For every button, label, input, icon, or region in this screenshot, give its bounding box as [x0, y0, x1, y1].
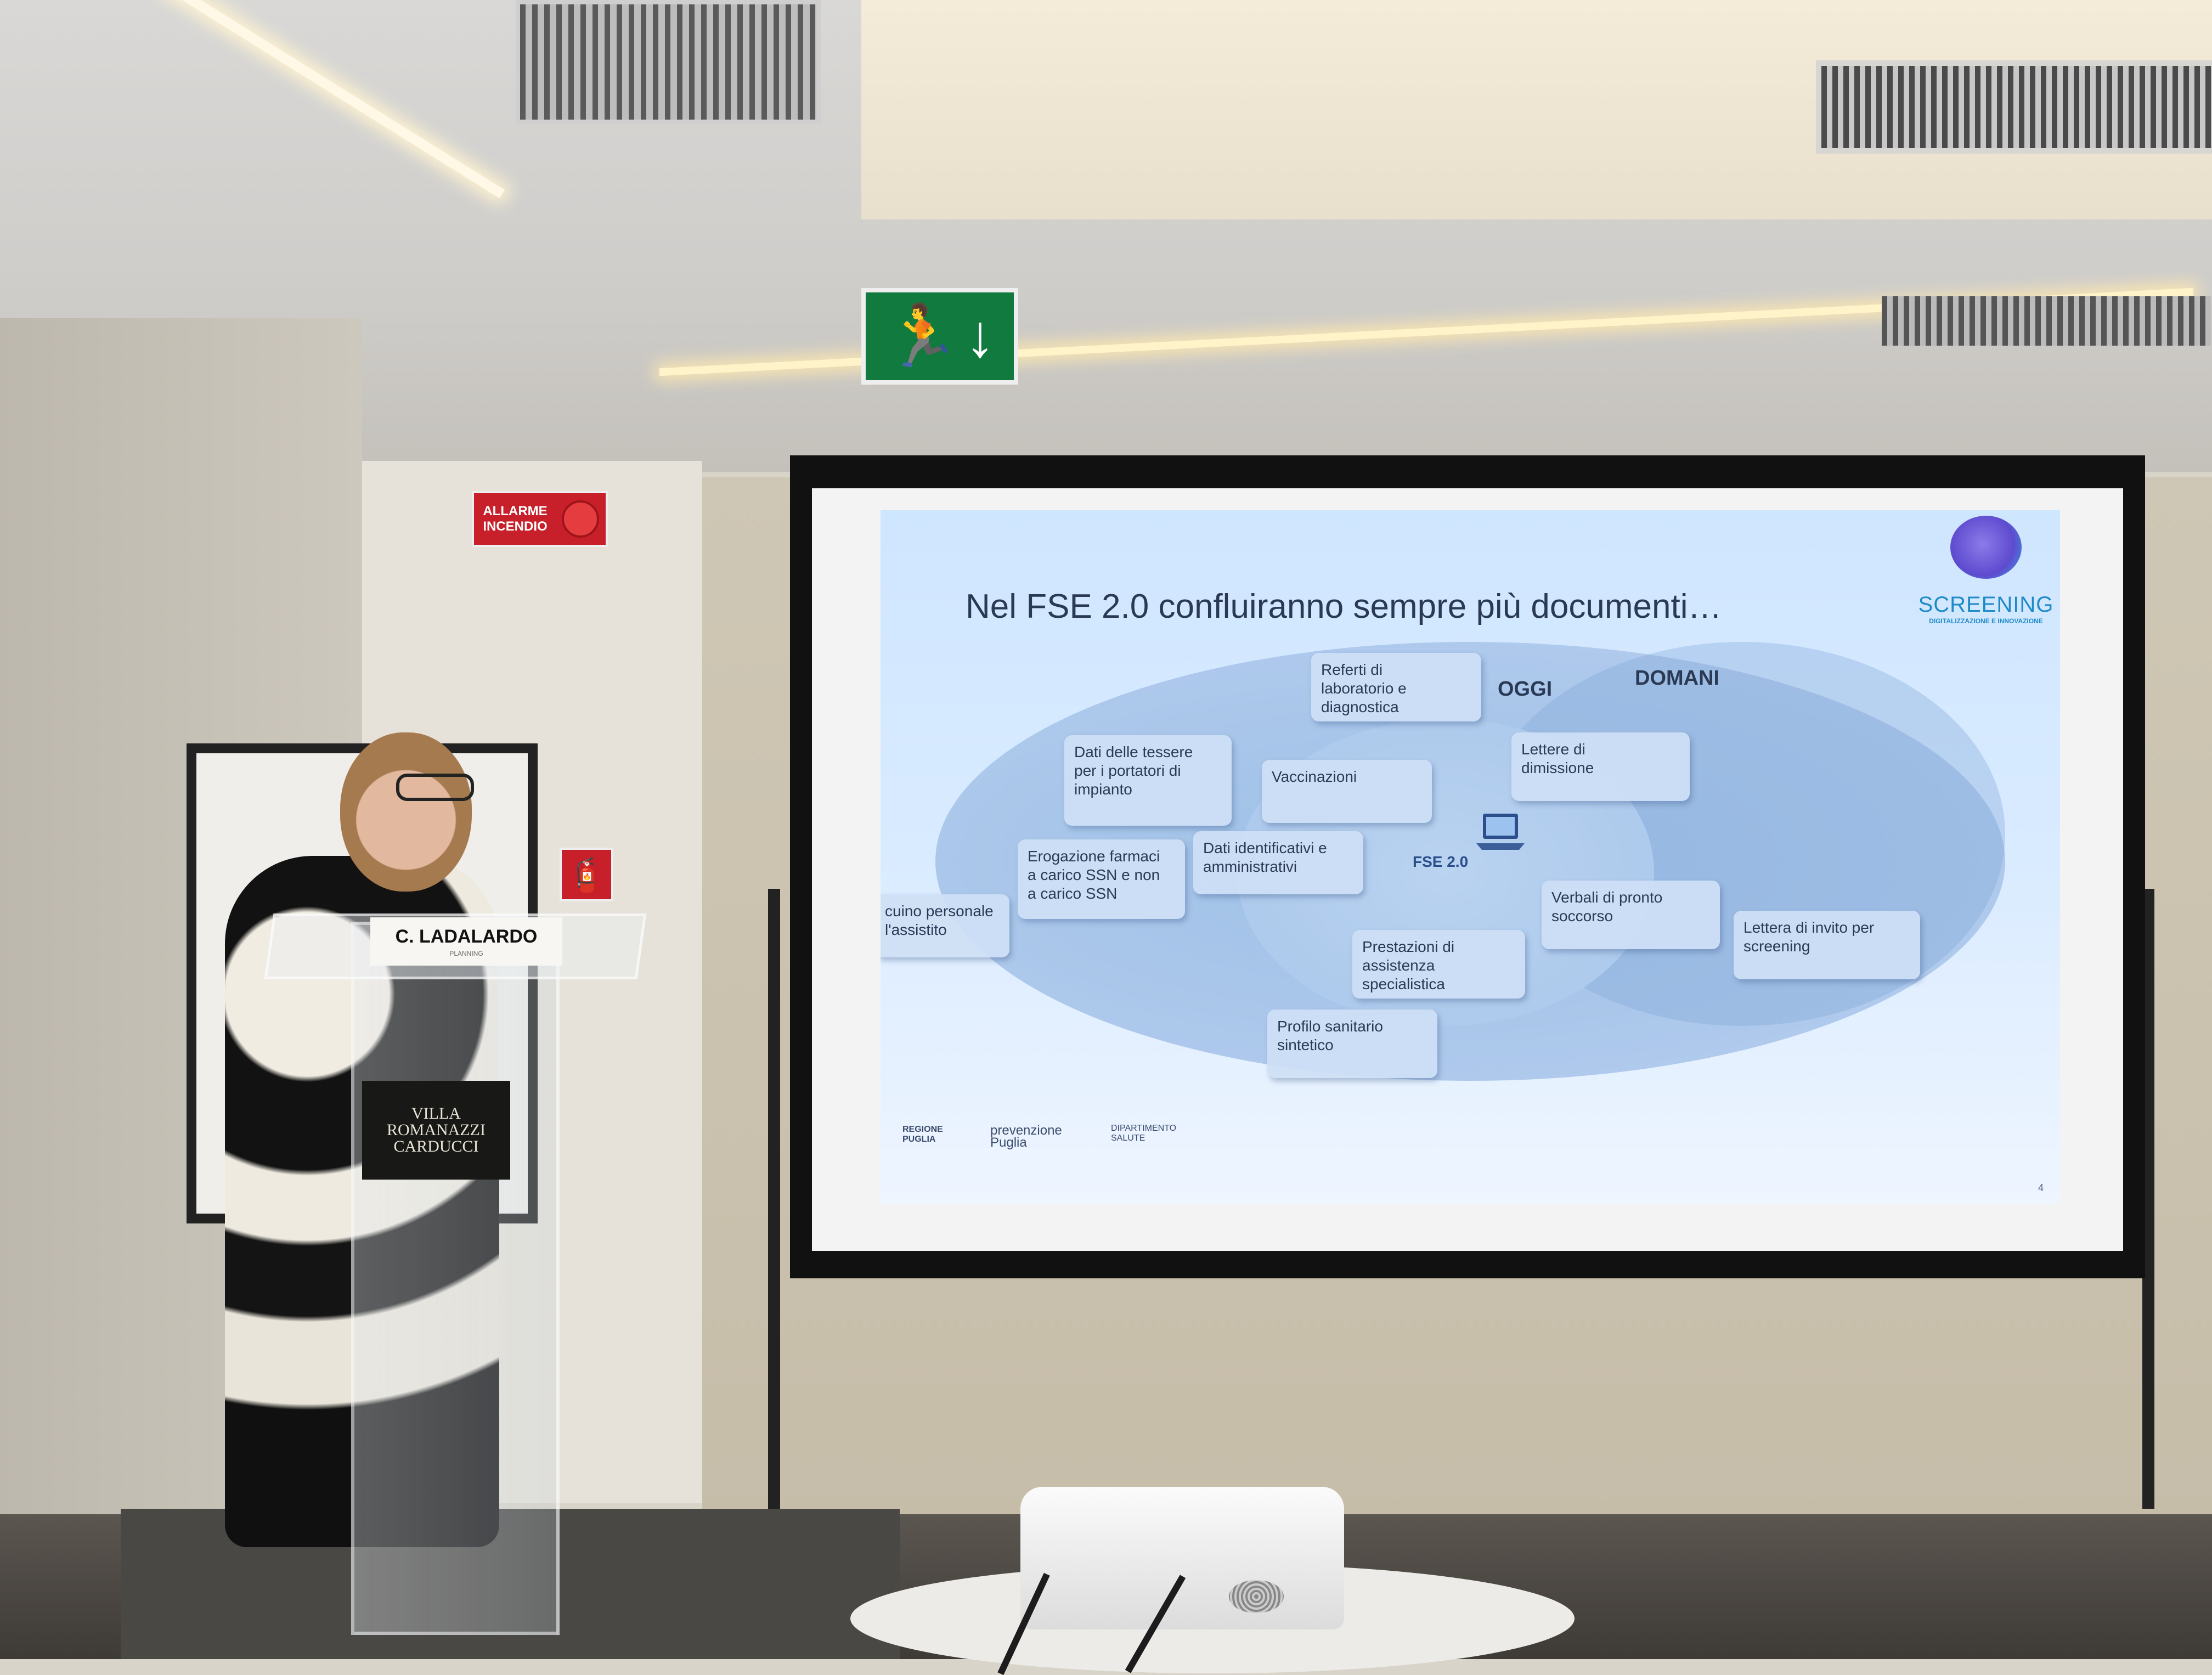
speaker-name: C. LADALARDO: [395, 926, 538, 947]
fire-extinguisher-icon: 🧯: [560, 848, 613, 901]
speaker-name-card: C. LADALARDO PLANNING: [370, 917, 562, 966]
slide-title: Nel FSE 2.0 confluiranno sempre più docu…: [966, 588, 1722, 625]
fse-label: FSE 2.0: [1413, 853, 1469, 870]
fire-alarm-button[interactable]: [562, 500, 599, 538]
venue-plate: VILLA ROMANAZZI CARDUCCI: [362, 1081, 510, 1180]
running-man-icon: 🏃: [884, 302, 960, 370]
box-erogazione-farmaci: Erogazione farmaci a carico SSN e non a …: [1018, 839, 1185, 919]
box-lettere-dimissione: Lettere di dimissione: [1511, 732, 1690, 801]
prevenzione-puglia-logo: prevenzione Puglia: [990, 1123, 1062, 1150]
screening-logo-icon: [1950, 516, 2022, 579]
screening-logo-subtitle: DIGITALIZZAZIONE E INNOVAZIONE: [1929, 617, 2043, 625]
presentation-slide: Nel FSE 2.0 confluiranno sempre più docu…: [881, 510, 2060, 1204]
projector: [1020, 1487, 1344, 1629]
label-oggi: OGGI: [1498, 678, 1553, 701]
department-logo: DIPARTIMENTO SALUTE: [1111, 1124, 1177, 1143]
box-verbali-pronto-soccorso: Verbali di pronto soccorso: [1542, 881, 1720, 949]
slide-page-number: 4: [2038, 1182, 2044, 1193]
arrow-down-icon: ↓: [964, 302, 995, 370]
box-taccuino-personale: cuino personale l'assistito: [881, 894, 1009, 957]
label-domani: DOMANI: [1635, 667, 1720, 690]
speaker-glasses: [396, 774, 474, 801]
air-vent: [1882, 296, 2211, 346]
box-vaccinazioni: Vaccinazioni: [1262, 760, 1432, 823]
screening-logo-name: SCREENING: [1918, 593, 2054, 617]
screen-stand-leg: [2142, 889, 2154, 1509]
laptop-icon: [1476, 814, 1525, 850]
fire-alarm-panel[interactable]: ALLARME INCENDIO: [472, 491, 608, 547]
box-profilo-sanitario: Profilo sanitario sintetico: [1267, 1009, 1437, 1078]
speaker-body: [225, 856, 499, 1547]
box-prestazioni-specialistica: Prestazioni di assistenza specialistica: [1352, 930, 1525, 999]
box-lettera-invito-screening: Lettera di invito per screening: [1734, 911, 1920, 979]
venue-name: VILLA ROMANAZZI CARDUCCI: [387, 1104, 486, 1155]
box-referti: Referti di laboratorio e diagnostica: [1311, 653, 1481, 721]
screen-stand-leg: [768, 889, 780, 1509]
box-dati-identificativi: Dati identificativi e amministrativi: [1193, 831, 1363, 894]
name-card-subtitle: PLANNING: [449, 949, 483, 957]
projector-lens: [1229, 1580, 1284, 1613]
box-tessere: Dati delle tessere per i portatori di im…: [1064, 735, 1232, 826]
speaker-head: [340, 732, 472, 892]
fire-alarm-label: ALLARME INCENDIO: [483, 504, 548, 534]
air-vent: [1816, 60, 2212, 154]
regione-puglia-logo: REGIONE PUGLIA: [902, 1125, 943, 1144]
glass-podium: [351, 922, 560, 1635]
emergency-exit-sign: 🏃 ↓: [861, 288, 1018, 385]
air-vent: [516, 0, 821, 124]
